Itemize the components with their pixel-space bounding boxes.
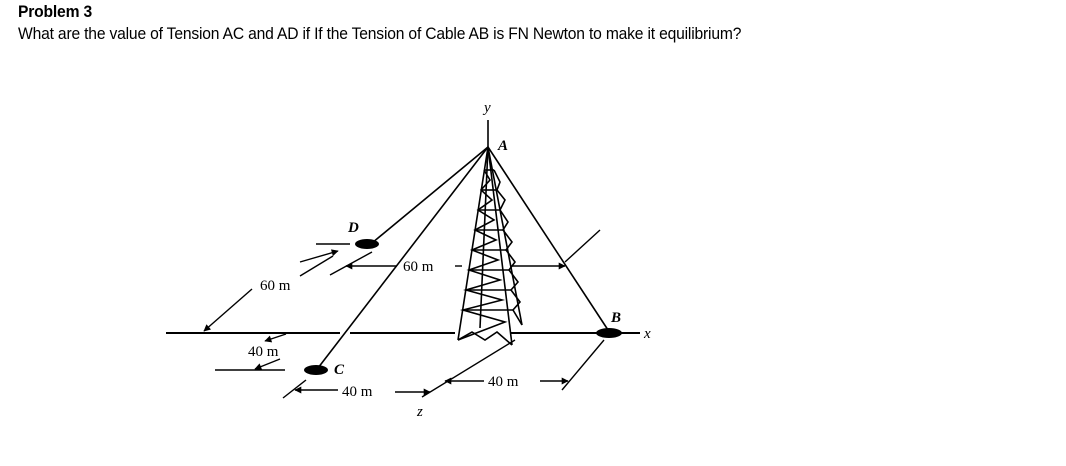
dimension-60m-mid	[329, 229, 601, 276]
point-label-D: D	[347, 220, 359, 236]
y-axis-label: y	[482, 100, 491, 116]
dimension-60m-left	[203, 243, 350, 332]
x-axis: x	[166, 326, 651, 342]
problem-title: Problem 3	[18, 2, 92, 21]
dimension-40m-bottom-right	[444, 339, 605, 391]
dimension-40m-left	[215, 333, 287, 371]
dimension-label-60m-left: 60 m	[260, 278, 291, 294]
tower	[457, 146, 523, 346]
point-label-A: A	[497, 138, 508, 154]
x-axis-label: x	[643, 326, 651, 342]
anchor-C	[304, 365, 328, 375]
anchor-B	[596, 328, 622, 338]
dimension-40m-bottom-left	[282, 339, 516, 399]
point-label-B: B	[610, 310, 621, 326]
cable-AC	[317, 146, 489, 369]
y-axis: y	[482, 100, 491, 147]
dimension-label-40m-bottom-right: 40 m	[488, 374, 519, 390]
point-label-C: C	[334, 362, 345, 378]
dimension-label-40m-bottom-left: 40 m	[342, 384, 373, 400]
anchor-D	[355, 239, 379, 249]
z-axis-label: z	[416, 404, 423, 420]
dimension-label-60m-mid: 60 m	[403, 259, 434, 275]
cable-AD	[371, 146, 489, 244]
problem-question: What are the value of Tension AC and AD …	[18, 24, 742, 43]
dimension-label-40m-left: 40 m	[248, 344, 279, 360]
cables	[317, 146, 611, 369]
cable-AB	[487, 146, 611, 334]
